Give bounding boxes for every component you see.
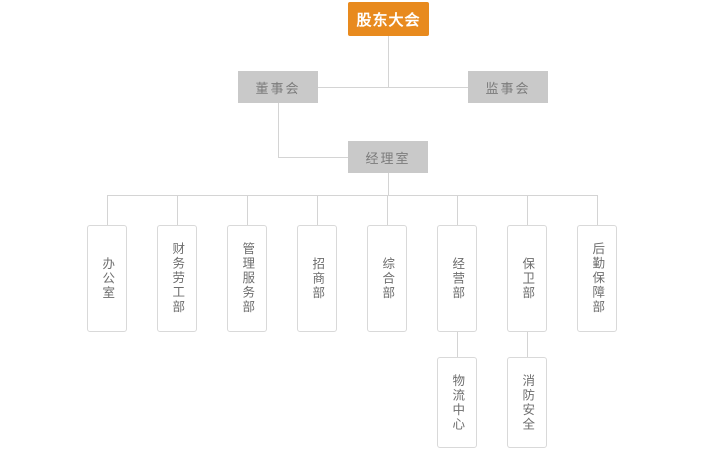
node-label: 董事会 [255, 81, 301, 97]
connector-drop-dept-8 [597, 195, 598, 225]
connector-directors-to-managers [278, 157, 348, 158]
node-label: 股东大会 [356, 10, 421, 29]
node-label: 综合部 [380, 256, 396, 301]
node-dept-general[interactable]: 综合部 [367, 225, 407, 332]
node-label: 后勤保障部 [590, 242, 606, 315]
connector-level2-bar [278, 87, 508, 88]
node-managers-office[interactable]: 经理室 [348, 141, 428, 173]
node-label: 办公室 [100, 256, 116, 301]
node-label: 保卫部 [520, 256, 536, 301]
node-label: 物流中心 [450, 373, 466, 432]
node-board-of-directors[interactable]: 董事会 [238, 71, 318, 103]
connector-operations-to-logistics-center [457, 332, 458, 357]
connector-drop-dept-6 [457, 195, 458, 225]
connector-drop-dept-2 [177, 195, 178, 225]
connector-drop-dept-4 [317, 195, 318, 225]
node-label: 经理室 [365, 151, 411, 167]
node-label: 财务劳工部 [170, 242, 186, 315]
connector-drop-dept-3 [247, 195, 248, 225]
node-shareholders-meeting[interactable]: 股东大会 [348, 2, 429, 36]
node-label: 消防安全 [520, 373, 536, 432]
node-dept-investment[interactable]: 招商部 [297, 225, 337, 332]
node-dept-management-service[interactable]: 管理服务部 [227, 225, 267, 332]
node-label: 经营部 [450, 256, 466, 301]
node-dept-security[interactable]: 保卫部 [507, 225, 547, 332]
node-label: 管理服务部 [240, 242, 256, 315]
connector-directors-down [278, 103, 279, 157]
node-board-of-supervisors[interactable]: 监事会 [468, 71, 548, 103]
connector-shareholders-down [388, 36, 389, 87]
node-dept-office[interactable]: 办公室 [87, 225, 127, 332]
connector-drop-dept-1 [107, 195, 108, 225]
connector-managers-down [388, 173, 389, 195]
connector-drop-dept-7 [527, 195, 528, 225]
connector-drop-dept-5 [387, 195, 388, 225]
node-sub-logistics-center[interactable]: 物流中心 [437, 357, 477, 448]
node-label: 招商部 [310, 256, 326, 301]
connector-security-to-fire-safety [527, 332, 528, 357]
node-label: 监事会 [485, 81, 531, 97]
connector-department-bar [107, 195, 598, 196]
node-dept-logistics-support[interactable]: 后勤保障部 [577, 225, 617, 332]
node-dept-operations[interactable]: 经营部 [437, 225, 477, 332]
node-dept-finance-labor[interactable]: 财务劳工部 [157, 225, 197, 332]
node-sub-fire-safety[interactable]: 消防安全 [507, 357, 547, 448]
